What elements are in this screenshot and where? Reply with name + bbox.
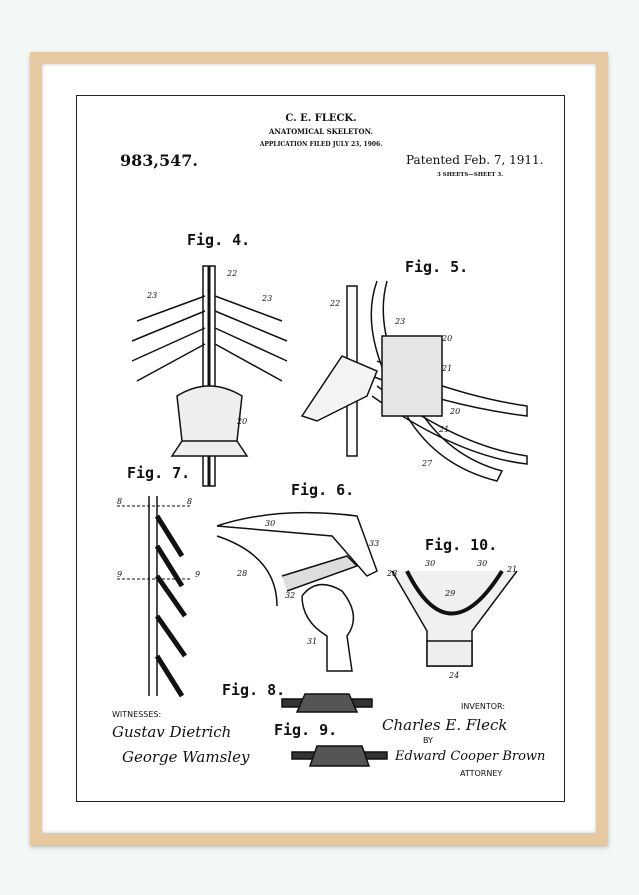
ref: 9	[195, 570, 200, 579]
ref: 21	[506, 565, 517, 574]
fig-6-label: Fig. 6.	[291, 481, 355, 499]
fig-7-chain	[117, 496, 192, 698]
fig-8-9-connectors	[281, 693, 388, 767]
fig-4-label: Fig. 4.	[187, 231, 251, 249]
witness-1-signature: Gustav Dietrich	[112, 723, 232, 741]
patent-number: 983,547.	[120, 151, 198, 170]
inventor-header: C. E. FLECK.	[285, 113, 357, 124]
inventor-signature: Charles E. Fleck	[382, 716, 508, 734]
patent-drawing: C. E. FLECK. ANATOMICAL SKELETON. APPLIC…	[76, 95, 565, 802]
ref: 29	[444, 589, 455, 598]
ref: 24	[448, 671, 459, 680]
ref: 23	[261, 294, 272, 303]
patent-date: Patented Feb. 7, 1911.	[406, 153, 544, 167]
filed-date: APPLICATION FILED JULY 23, 1906.	[259, 141, 383, 148]
inventor-label: INVENTOR:	[461, 702, 506, 711]
ref: 30	[477, 559, 487, 568]
patent-title: ANATOMICAL SKELETON.	[269, 127, 373, 136]
ref: 23	[394, 317, 405, 326]
ref: 8	[187, 497, 192, 506]
ref: 21	[438, 425, 449, 434]
ref: 22	[329, 299, 340, 308]
fig-4-spine-ribs	[131, 265, 288, 487]
fig-10-socket	[391, 569, 518, 667]
ref: 28	[236, 569, 247, 578]
ref: 22	[226, 269, 237, 278]
attorney-signature: Edward Cooper Brown	[395, 749, 546, 764]
by-label: BY	[423, 736, 433, 745]
ref: 8	[117, 497, 122, 506]
ref: 20	[449, 407, 460, 416]
witnesses-label: WITNESSES:	[112, 710, 162, 719]
witness-2-signature: George Wamsley	[122, 748, 250, 766]
fig-9-label: Fig. 9.	[274, 721, 338, 739]
fig-7-label: Fig. 7.	[127, 464, 191, 482]
fig-5-label: Fig. 5.	[405, 258, 469, 276]
ref: 9	[117, 570, 122, 579]
ref: 28	[386, 569, 397, 578]
ref: 20	[441, 334, 452, 343]
fig-5-joint	[300, 280, 528, 482]
sheet-count: 3 SHEETS—SHEET 3.	[437, 172, 504, 178]
ref: 31	[307, 637, 317, 646]
ref: 27	[421, 459, 433, 468]
ref: 33	[369, 539, 379, 548]
ref: 23	[146, 291, 157, 300]
fig-10-label: Fig. 10.	[425, 536, 498, 554]
ref: 30	[265, 519, 275, 528]
ref: 32	[285, 591, 295, 600]
ref: 21	[441, 364, 452, 373]
fig-8-label: Fig. 8.	[222, 681, 286, 699]
ref: 20	[236, 417, 247, 426]
fig-6-shoulder	[216, 511, 378, 672]
attorney-label: ATTORNEY	[460, 769, 503, 778]
ref: 30	[425, 559, 435, 568]
